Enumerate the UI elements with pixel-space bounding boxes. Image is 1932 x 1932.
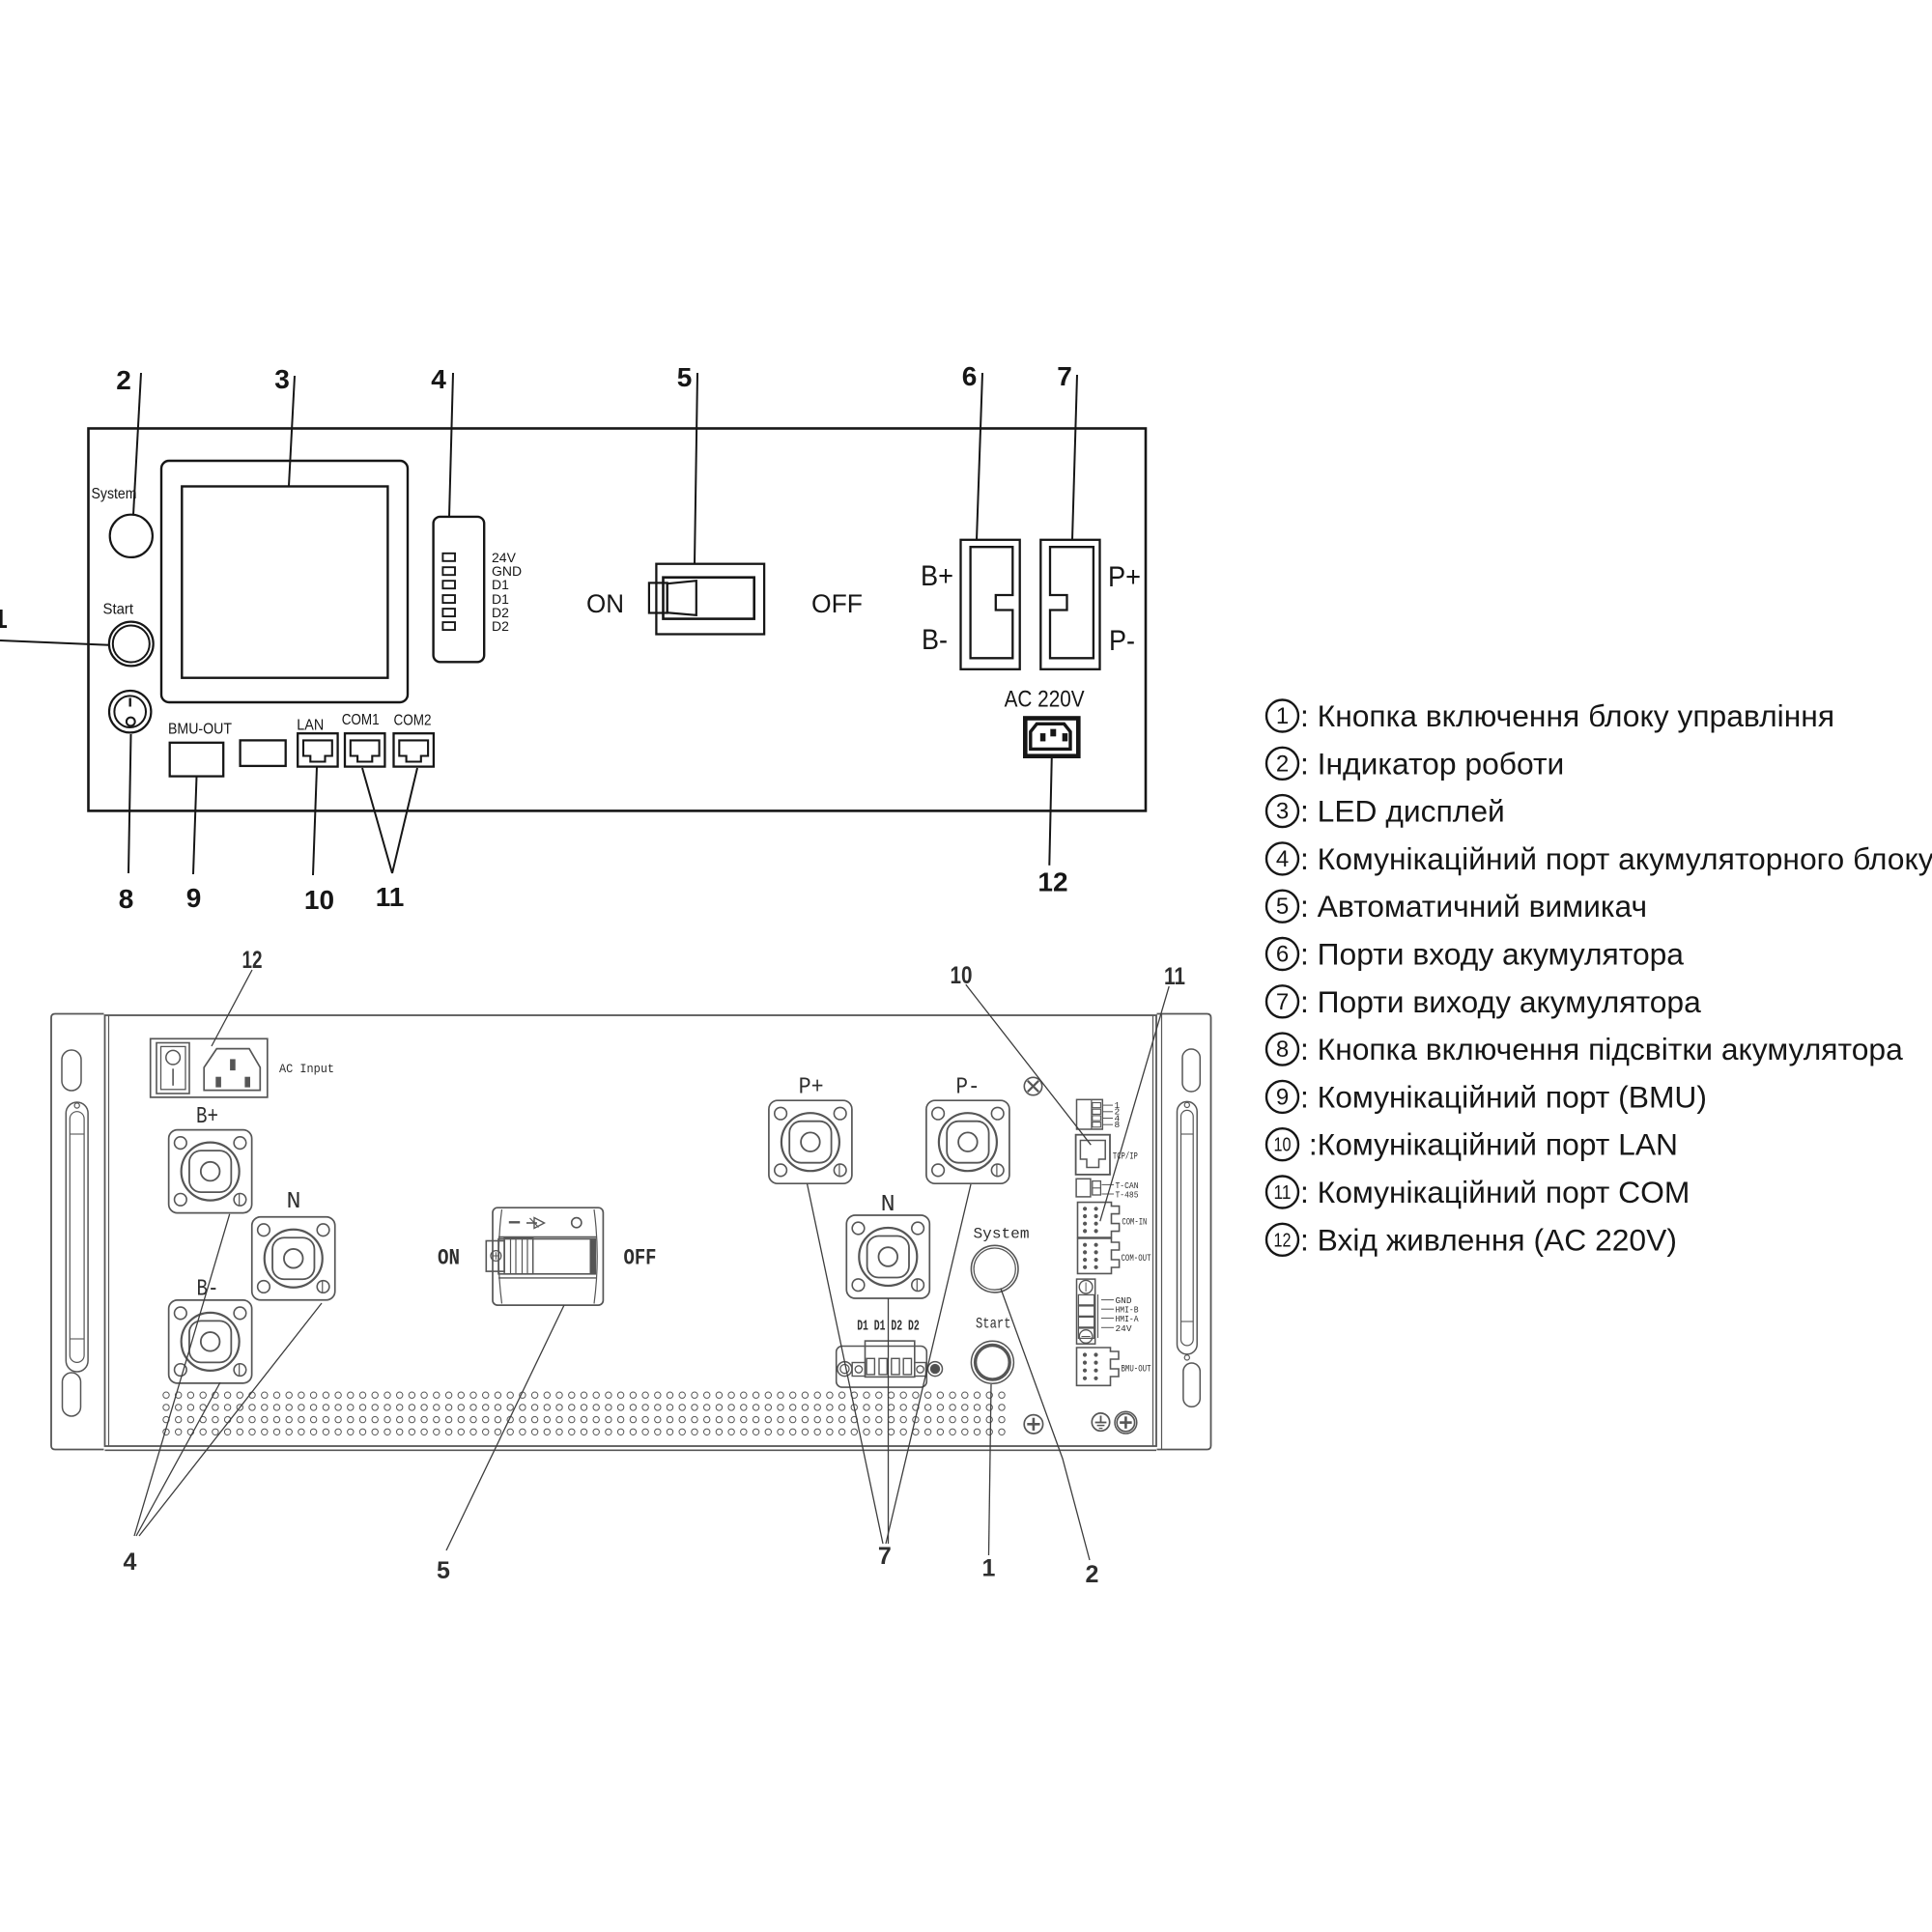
svg-text:Start: Start [103, 602, 134, 618]
svg-text:10: 10 [951, 962, 973, 989]
svg-text:4: 4 [124, 1548, 137, 1576]
svg-text:B+: B+ [196, 1104, 218, 1130]
svg-text:1: 1 [0, 604, 8, 634]
svg-text:TCP/IP: TCP/IP [1113, 1151, 1138, 1163]
svg-text:12: 12 [1037, 867, 1067, 897]
svg-text:N: N [881, 1192, 895, 1218]
svg-text:System: System [92, 486, 137, 502]
svg-text:COM-OUT: COM-OUT [1122, 1254, 1151, 1264]
svg-text:GND: GND [1116, 1295, 1132, 1306]
svg-text:24V: 24V [492, 550, 517, 565]
svg-text:3: 3 [1276, 799, 1289, 825]
svg-text:9: 9 [1276, 1084, 1289, 1110]
svg-text:N: N [287, 1189, 301, 1215]
svg-text:: Кнопка включення підсвітки а: : Кнопка включення підсвітки акумулятора [1300, 1032, 1903, 1066]
svg-text:COM1: COM1 [342, 712, 380, 728]
svg-text:Start: Start [976, 1316, 1011, 1333]
svg-text:4: 4 [1276, 846, 1289, 872]
svg-text:T-CAN: T-CAN [1116, 1180, 1139, 1191]
svg-text:7: 7 [878, 1543, 892, 1570]
svg-text:OFF: OFF [624, 1246, 657, 1271]
svg-text:: Комунікаційний порт COM: : Комунікаційний порт COM [1300, 1175, 1690, 1209]
svg-text:P-: P- [1109, 625, 1135, 657]
svg-text:1: 1 [982, 1555, 996, 1582]
svg-text:: Автоматичний вимикач: : Автоматичний вимикач [1300, 889, 1647, 923]
svg-text:7: 7 [1276, 989, 1289, 1015]
svg-text:: LED дисплей: : LED дисплей [1300, 794, 1505, 829]
svg-text:: Вхід живлення (AC 220V): : Вхід живлення (AC 220V) [1300, 1222, 1677, 1257]
svg-text:2: 2 [1115, 1107, 1121, 1118]
svg-text:OFF: OFF [811, 589, 863, 618]
svg-text:: Індикатор роботи: : Індикатор роботи [1300, 746, 1564, 781]
svg-text:P+: P+ [1108, 561, 1141, 593]
svg-text:4: 4 [1115, 1113, 1121, 1123]
svg-text:5: 5 [1276, 894, 1289, 920]
svg-text:4: 4 [431, 364, 446, 394]
svg-text:LAN: LAN [297, 718, 324, 734]
svg-text:1: 1 [1276, 703, 1289, 729]
svg-text:5: 5 [677, 362, 693, 392]
svg-text:2: 2 [116, 365, 131, 395]
svg-text:B+: B+ [921, 560, 953, 592]
svg-text:24V: 24V [1116, 1323, 1132, 1334]
svg-text:D2: D2 [492, 618, 509, 634]
svg-text:2: 2 [1276, 751, 1289, 777]
svg-text:BMU-OUT: BMU-OUT [168, 722, 232, 738]
svg-text:P-: P- [956, 1075, 980, 1101]
svg-text:12: 12 [1274, 1230, 1292, 1251]
svg-text:AC Input: AC Input [279, 1062, 334, 1076]
svg-text:: Комунікаційний порт (BMU): : Комунікаційний порт (BMU) [1300, 1079, 1707, 1114]
svg-text:System: System [974, 1226, 1030, 1243]
svg-text:11: 11 [1164, 963, 1185, 990]
svg-text:HMI-A: HMI-A [1116, 1314, 1139, 1324]
svg-text:D1: D1 [492, 591, 509, 607]
svg-text:HMI-B: HMI-B [1116, 1305, 1139, 1316]
svg-text:B-: B- [922, 624, 948, 656]
svg-text:GND: GND [492, 563, 522, 579]
svg-text:COM-IN: COM-IN [1122, 1218, 1147, 1229]
svg-text:BMU-OUT: BMU-OUT [1122, 1365, 1151, 1376]
svg-text:D1: D1 [492, 577, 509, 592]
svg-text:6: 6 [962, 361, 978, 391]
svg-text:3: 3 [274, 364, 290, 394]
svg-text:AC 220V: AC 220V [1005, 687, 1085, 713]
svg-text:10: 10 [304, 885, 334, 915]
svg-text:5: 5 [437, 1557, 450, 1584]
svg-text:8: 8 [119, 884, 134, 914]
svg-text:: Кнопка включення блоку управ: : Кнопка включення блоку управління [1300, 698, 1834, 733]
svg-text:11: 11 [376, 882, 405, 912]
svg-text:7: 7 [1057, 361, 1072, 391]
svg-text:T-485: T-485 [1116, 1190, 1139, 1201]
svg-text:9: 9 [186, 883, 202, 913]
svg-text:8: 8 [1276, 1037, 1289, 1063]
svg-text:11: 11 [1274, 1182, 1292, 1204]
svg-text:10: 10 [1274, 1135, 1292, 1156]
svg-text:D2: D2 [492, 605, 509, 620]
svg-text:1: 1 [1115, 1100, 1121, 1111]
svg-text:COM2: COM2 [394, 713, 432, 729]
svg-text:: Порти виходу акумулятора: : Порти виходу акумулятора [1300, 984, 1701, 1019]
svg-text:12: 12 [242, 947, 263, 974]
svg-text:: Комунікаційний порт акумулят: : Комунікаційний порт акумуляторного бло… [1300, 841, 1932, 876]
svg-text:ON: ON [586, 589, 624, 618]
svg-text:8: 8 [1115, 1120, 1121, 1130]
svg-text:6: 6 [1276, 942, 1289, 968]
svg-text:P+: P+ [799, 1075, 824, 1101]
svg-text:: Порти входу акумулятора: : Порти входу акумулятора [1300, 937, 1684, 972]
svg-text:ON: ON [438, 1246, 460, 1271]
svg-text::Комунікаційний порт LAN: :Комунікаційний порт LAN [1300, 1127, 1678, 1162]
svg-text:2: 2 [1086, 1561, 1099, 1588]
